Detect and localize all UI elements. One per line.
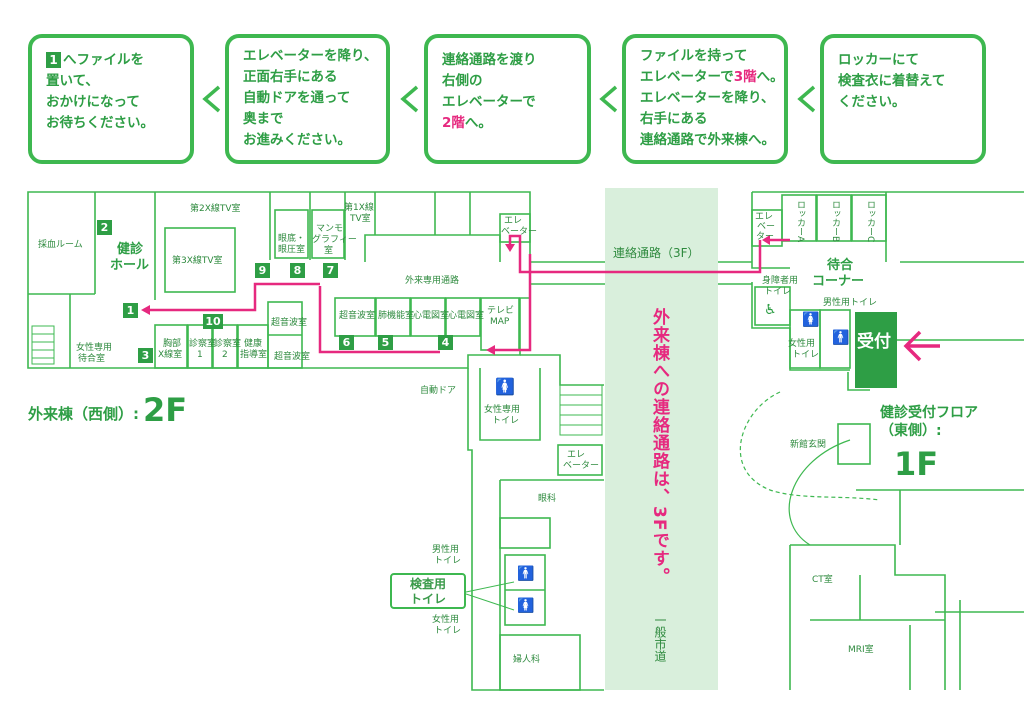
label-women-toilet-2: トイレ	[492, 416, 520, 426]
wheelchair-icon: ♿	[764, 302, 777, 318]
male-toilet-east-icon: 🚹	[832, 330, 850, 346]
label-women-toilet-1: 女性専用	[484, 405, 521, 415]
label-ct-room: CT室	[812, 575, 833, 585]
label-echo-1: 超音波室	[339, 311, 376, 321]
reception-label: 受付	[857, 332, 891, 352]
label-women-toilet-lower-2: トイレ	[434, 626, 462, 636]
badge-8: 8	[290, 263, 305, 278]
label-mammo-3: 室	[324, 246, 334, 256]
label-ophthalmology: 眼科	[538, 494, 557, 504]
step-arrow-icon	[599, 85, 618, 113]
step-3-box: 連絡通路を渡り 右側の エレベーターで 2階へ。	[424, 34, 591, 164]
badge-2: 2	[97, 220, 112, 235]
label-women-toilet-east-2: トイレ	[792, 350, 820, 360]
label-xtv1-1: 第1X線	[344, 203, 374, 213]
label-mri-room: MRI室	[848, 645, 874, 655]
label-exam2-1: 診察室	[214, 339, 242, 349]
label-waiting-2: コーナー	[812, 274, 865, 289]
label-xtv2: 第2X線TV室	[190, 204, 241, 214]
public-road-label: 一般市道	[653, 614, 667, 662]
label-new-entrance: 新館玄関	[790, 440, 827, 450]
label-xtv1-2: TV室	[350, 214, 371, 224]
label-chest-2: X線室	[158, 350, 183, 360]
label-tv-map-2: MAP	[490, 317, 510, 327]
east-title-2: （東側）:	[880, 423, 942, 439]
label-elevator-east-2: ベー	[757, 222, 776, 232]
label-elevator-west-1: エレ	[504, 216, 523, 226]
female-toilet-icon: 🚺	[495, 377, 515, 396]
label-exam1-1: 診察室	[189, 339, 217, 349]
label-women-wait-1: 女性専用	[76, 343, 113, 353]
label-elevator-lower-2: ベーター	[563, 461, 600, 471]
corridor-notice: 外来棟への連絡通路は、3Fです。	[649, 308, 669, 586]
label-pulmonary: 肺機能室	[378, 311, 415, 321]
label-exam2-2: 2	[222, 350, 228, 360]
west-building-title: 外来棟（西側）:	[28, 405, 139, 423]
label-chest-1: 胸部	[163, 339, 182, 349]
label-accessible-toilet-2: トイレ	[764, 287, 792, 297]
step-arrow-icon	[400, 85, 419, 113]
step-arrow-icon	[797, 85, 816, 113]
badge-5: 5	[378, 335, 393, 350]
label-women-wait-2: 待合室	[78, 354, 106, 364]
label-ganka-2: 眼圧室	[278, 245, 306, 255]
label-exam1-2: 1	[197, 350, 203, 360]
west-floor-number: 2F	[143, 391, 188, 429]
step-arrow-icon	[202, 85, 221, 113]
east-title-1: 健診受付フロア	[880, 405, 978, 421]
label-gynecology: 婦人科	[513, 655, 541, 665]
label-men-toilet-2: トイレ	[434, 556, 462, 566]
label-ganka-1: 眼底・	[278, 234, 306, 244]
label-elevator-west-2: ベーター	[501, 227, 538, 237]
label-echo-3: 超音波室	[274, 352, 311, 362]
label-waiting-1: 待合	[827, 258, 854, 273]
female-icon: 🚺	[517, 598, 535, 614]
label-men-toilet-east: 男性用トイレ	[823, 298, 878, 308]
label-ecg-1: 心電図室	[413, 311, 450, 321]
badge-9: 9	[255, 263, 270, 278]
corridor-3f-label: 連絡通路（3F）	[613, 246, 700, 260]
badge-10: 10	[203, 314, 223, 329]
label-blood-room: 採血ルーム	[38, 240, 83, 250]
exam-toilet-box: 検査用 トイレ	[390, 573, 466, 609]
label-echo-2: 超音波室	[271, 318, 308, 328]
label-locker-c: ロッカーC	[865, 200, 875, 243]
label-elevator-east-3: ター	[756, 232, 775, 242]
label-kenko-2: 指導室	[240, 350, 268, 360]
label-elevator-east-1: エレ	[755, 212, 774, 222]
step-4-box: エレベーターを降り、 正面右手にある 自動ドアを通って 奥まで お進みください。	[225, 34, 390, 164]
label-men-toilet-1: 男性用	[432, 545, 460, 555]
label-kenko-1: 健康	[244, 339, 263, 349]
label-accessible-toilet-1: 身障者用	[762, 276, 799, 286]
male-icon: 🚹	[517, 566, 535, 582]
step-badge-1: 1	[46, 52, 61, 68]
step-2-box: ファイルを持って エレベーターで3階へ。 エレベーターを降り、 右手にある 連絡…	[622, 34, 788, 164]
label-health-hall-2: ホール	[110, 258, 150, 273]
label-elevator-lower-1: エレ	[567, 450, 586, 460]
label-locker-a: ロッカーA	[795, 200, 805, 243]
label-auto-door: 自動ドア	[420, 386, 457, 396]
badge-4: 4	[438, 335, 453, 350]
reception-block	[855, 312, 897, 388]
label-xtv3: 第3X線TV室	[172, 256, 223, 266]
badge-6: 6	[339, 335, 354, 350]
label-ecg-2: 心電図室	[448, 311, 485, 321]
label-locker-b: ロッカーB	[830, 200, 840, 243]
label-outpatient-corridor: 外来専用通路	[405, 276, 460, 286]
toilet-pointer-lines	[466, 581, 515, 611]
badge-7: 7	[323, 263, 338, 278]
step-1-box: ロッカーにて 検査衣に着替えて ください。	[820, 34, 986, 164]
badge-1: 1	[123, 303, 138, 318]
east-floor-number: 1F	[894, 445, 939, 483]
label-health-hall-1: 健診	[117, 242, 144, 257]
label-mammo-2: グラフィー	[312, 235, 357, 245]
label-women-toilet-east-1: 女性用	[788, 339, 816, 349]
label-women-toilet-lower-1: 女性用	[432, 615, 460, 625]
label-tv-map-1: テレビ	[487, 306, 515, 316]
female-toilet-east-icon: 🚺	[802, 312, 820, 328]
label-mammo-1: マンモ	[316, 224, 344, 234]
badge-3: 3	[138, 348, 153, 363]
